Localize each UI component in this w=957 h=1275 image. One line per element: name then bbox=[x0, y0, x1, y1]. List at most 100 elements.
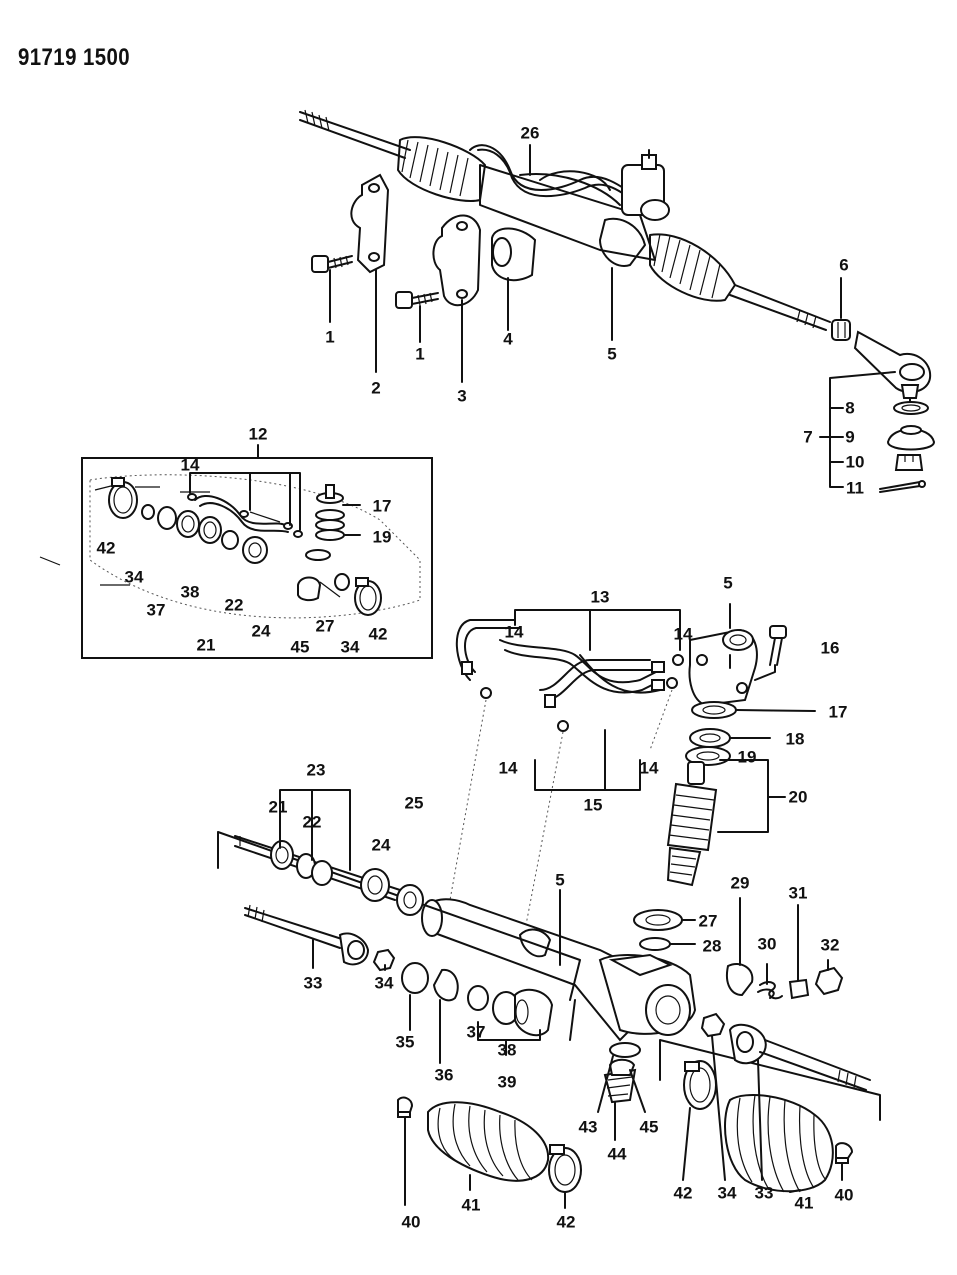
pressure-tubes-13 bbox=[455, 609, 681, 791]
tie-rod-33-left bbox=[244, 904, 370, 966]
o-ring-14-a bbox=[480, 687, 492, 699]
callout-24-inset: 24 bbox=[251, 621, 271, 641]
inset-bushing-24 bbox=[242, 536, 268, 564]
ring-38 bbox=[492, 988, 554, 1037]
callout-18: 18 bbox=[785, 729, 805, 749]
bolt-16 bbox=[754, 625, 787, 681]
callout-2: 2 bbox=[371, 378, 381, 398]
rack-housing-bottom bbox=[421, 898, 697, 1042]
callout-43: 43 bbox=[578, 1117, 598, 1137]
top-right-bellows bbox=[649, 233, 736, 302]
callout-14-tube-left: 14 bbox=[504, 622, 524, 642]
oil-seal-17 bbox=[691, 701, 737, 719]
callout-34-inset-right: 34 bbox=[340, 637, 360, 657]
callout-30: 30 bbox=[757, 934, 777, 954]
callout-9: 9 bbox=[845, 427, 855, 447]
inset-clamp-42-left bbox=[108, 477, 138, 519]
callout-7: 7 bbox=[803, 427, 813, 447]
callout-26: 26 bbox=[520, 123, 540, 143]
callout-35: 35 bbox=[395, 1032, 415, 1052]
callout-33-right: 33 bbox=[754, 1183, 774, 1203]
bearing-18 bbox=[689, 728, 731, 748]
inset-seal-27 bbox=[334, 573, 350, 591]
ring-37 bbox=[467, 985, 489, 1011]
callout-13: 13 bbox=[590, 587, 610, 607]
callout-21-inset: 21 bbox=[196, 635, 216, 655]
callout-14-lower-left: 14 bbox=[498, 758, 518, 778]
inset-washer-22 bbox=[221, 530, 239, 550]
lock-nut-6 bbox=[831, 319, 851, 341]
callout-34-right: 34 bbox=[717, 1183, 737, 1203]
leader-lines bbox=[312, 144, 843, 1209]
top-valve-body bbox=[621, 149, 670, 221]
lock-nut-34-right bbox=[700, 1012, 726, 1038]
o-ring-14-d bbox=[666, 677, 678, 689]
rubber-bushing-4 bbox=[491, 227, 537, 282]
callout-17-inset: 17 bbox=[372, 496, 392, 516]
callout-37-inset: 37 bbox=[146, 600, 166, 620]
callout-42-bottom: 42 bbox=[556, 1212, 576, 1232]
callout-17: 17 bbox=[828, 702, 848, 722]
inset-clamp-42-right bbox=[354, 577, 382, 616]
callout-20: 20 bbox=[788, 787, 808, 807]
callout-31: 31 bbox=[788, 883, 808, 903]
bellows-41-left bbox=[427, 1101, 550, 1182]
spring-30 bbox=[757, 981, 783, 1000]
inset-nut-34 bbox=[141, 504, 155, 520]
clamp-42-middle bbox=[683, 1060, 717, 1110]
bushing-24 bbox=[360, 868, 390, 902]
castle-nut-10 bbox=[894, 454, 924, 471]
callout-5-top: 5 bbox=[607, 344, 617, 364]
bellows-41-right bbox=[724, 1094, 834, 1193]
seal-21 bbox=[270, 840, 294, 870]
callout-11: 11 bbox=[846, 478, 864, 498]
callout-40-left: 40 bbox=[401, 1212, 421, 1232]
top-rack-assembly bbox=[299, 109, 831, 331]
callout-4: 4 bbox=[503, 329, 513, 349]
callout-14-inset: 14 bbox=[180, 455, 200, 475]
callout-41-right: 41 bbox=[794, 1193, 814, 1213]
inset-box-12 bbox=[39, 444, 433, 659]
lock-nut-34-left bbox=[372, 948, 396, 972]
inset-ring-37 bbox=[157, 506, 177, 530]
callout-45-inset: 45 bbox=[290, 637, 310, 657]
valve-housing-5 bbox=[688, 628, 758, 707]
callout-19: 19 bbox=[737, 747, 757, 767]
callout-12: 12 bbox=[248, 424, 268, 444]
callout-34-left: 34 bbox=[374, 973, 394, 993]
callout-19-inset: 19 bbox=[372, 527, 392, 547]
callout-15: 15 bbox=[583, 795, 603, 815]
callout-10: 10 bbox=[845, 452, 865, 472]
callout-1-right: 1 bbox=[415, 344, 425, 364]
washer-8 bbox=[893, 401, 929, 415]
callout-40-right: 40 bbox=[834, 1185, 854, 1205]
callout-42-middle: 42 bbox=[673, 1183, 693, 1203]
callout-22-inset: 22 bbox=[224, 595, 244, 615]
inset-seal-21 bbox=[198, 516, 222, 544]
callout-16: 16 bbox=[820, 638, 840, 658]
callout-14-tube-right: 14 bbox=[673, 624, 693, 644]
snap-ring-28 bbox=[639, 937, 671, 951]
dust-cover-9 bbox=[886, 425, 936, 451]
callout-27-inset: 27 bbox=[315, 616, 335, 636]
callout-42-inset-right: 42 bbox=[368, 624, 388, 644]
tie-rod-33-right bbox=[728, 1023, 871, 1091]
callout-32: 32 bbox=[820, 935, 840, 955]
drawing-number: 91719 1500 bbox=[18, 44, 131, 71]
inset-ring-38 bbox=[176, 510, 200, 538]
callout-38: 38 bbox=[497, 1040, 517, 1060]
seal-25 bbox=[396, 884, 424, 916]
callout-24: 24 bbox=[371, 835, 391, 855]
callout-28: 28 bbox=[702, 936, 722, 956]
callout-45: 45 bbox=[639, 1117, 659, 1137]
clamp-bracket-3 bbox=[432, 214, 482, 306]
callout-3: 3 bbox=[457, 386, 467, 406]
bolt-1-left bbox=[311, 255, 353, 273]
callout-21: 21 bbox=[268, 797, 288, 817]
callout-41-left: 41 bbox=[461, 1195, 481, 1215]
inset-bushing-45 bbox=[297, 576, 322, 602]
group-bracket-7 bbox=[819, 371, 896, 488]
yoke-31 bbox=[788, 978, 810, 1000]
callout-37: 37 bbox=[466, 1022, 486, 1042]
callout-5-rack: 5 bbox=[555, 870, 565, 890]
